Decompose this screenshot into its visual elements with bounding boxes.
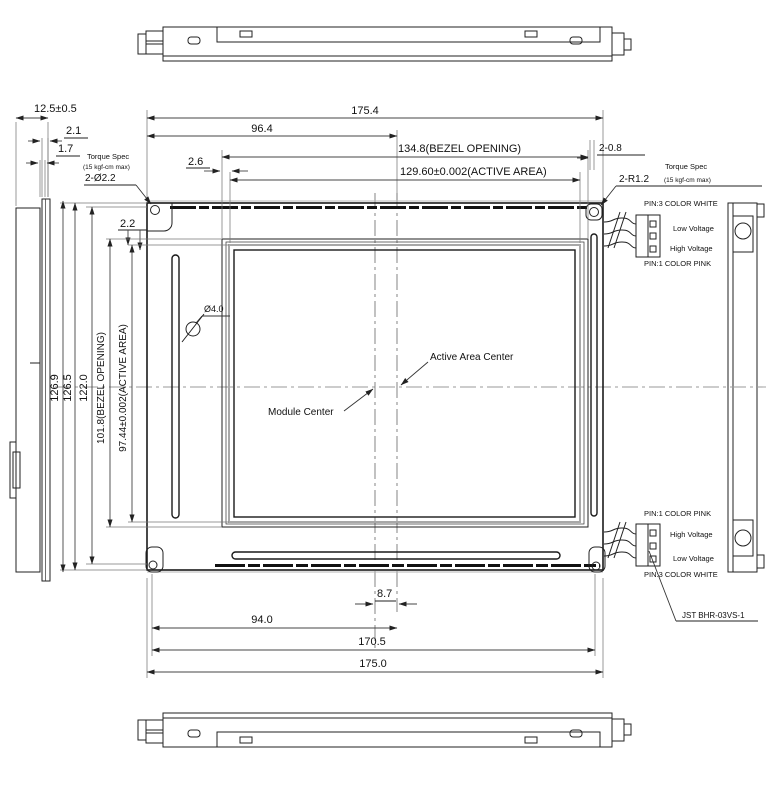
top-side-view <box>137 26 632 62</box>
dim-active-area-h: 97.44±0.002(ACTIVE AREA) <box>118 324 129 452</box>
front-view <box>145 200 606 573</box>
dim-height-3: 122.0 <box>78 374 90 402</box>
module-outline <box>146 202 604 571</box>
dim-active-area-w: 129.60±0.002(ACTIVE AREA) <box>400 166 547 178</box>
dim-left-to-center: 96.4 <box>251 123 272 135</box>
bottom-side-view <box>137 712 632 748</box>
dim-side-t1: 2.1 <box>66 125 81 137</box>
dim-edge-offset: 2.6 <box>188 156 203 168</box>
right-side-view <box>727 202 765 573</box>
mount-hole-bottom-left <box>148 560 158 570</box>
glass-edge <box>228 244 581 523</box>
hole-dia-label: Ø4.0 <box>204 304 224 314</box>
torque-spec-label-right: Torque Spec <box>665 162 707 171</box>
dimensions-left: 126.9 126.5 122.0 101.8(BEZEL OPENING) 9… <box>49 200 229 573</box>
connector-bottom: PIN:1 COLOR PINK High Voltage Low Voltag… <box>603 509 758 622</box>
lamp-slot-left <box>171 254 180 519</box>
lamp-hole-top <box>734 222 752 240</box>
dim-side-t2: 1.7 <box>58 143 73 155</box>
note-torque-right: Torque Spec 2-R1.2 (15 kgf-cm max) <box>600 162 762 206</box>
connector-part-label: JST BHR-03VS-1 <box>682 611 745 620</box>
dim-bezel-opening-w: 134.8(BEZEL OPENING) <box>398 143 521 155</box>
torque-limit-label: (15 kgf-cm max) <box>83 164 130 171</box>
note-torque-left: Torque Spec (15 kgf-cm max) 2-Ø2.2 <box>83 152 152 205</box>
pin3-label-top: PIN:3 COLOR WHITE <box>644 199 718 208</box>
note-hole-top-right: 2-0.8 <box>577 140 645 170</box>
low-voltage-label-top: Low Voltage <box>673 224 714 233</box>
mount-hole-bottom-right <box>591 561 601 571</box>
dim-bottom-175: 175.0 <box>359 658 387 670</box>
left-side-view <box>9 198 51 582</box>
mount-hole-symbol <box>185 321 201 337</box>
pin1-label-bottom: PIN:1 COLOR PINK <box>644 509 711 518</box>
mount-hole-left-label: 2-Ø2.2 <box>85 173 116 184</box>
dim-center-offset: 8.7 <box>377 588 392 600</box>
lamp-slot-bottom <box>231 551 561 560</box>
wire-break-mark <box>607 211 621 249</box>
module-center-label: Module Center <box>268 407 334 418</box>
dim-glass-offset: 2.2 <box>120 218 135 230</box>
lamp-slot-right <box>590 233 598 517</box>
dimensions-top-left: 12.5±0.5 2.1 1.7 <box>15 103 88 206</box>
wire-break-mark <box>607 521 621 559</box>
active-area <box>233 249 576 518</box>
dimensions-top: 175.4 96.4 134.8(BEZEL OPENING) 129.60±0… <box>118 105 604 251</box>
mount-hole-top-right <box>589 207 599 217</box>
torque-spec-label: Torque Spec <box>87 152 129 161</box>
wire-break-mark <box>613 211 627 249</box>
corner-radius-label: 2-R1.2 <box>619 174 649 185</box>
mount-hole-top-left <box>150 205 160 215</box>
high-voltage-label-top: High Voltage <box>670 244 713 253</box>
dim-overall-height: 126.9 <box>49 374 61 402</box>
dim-bezel-opening-h: 101.8(BEZEL OPENING) <box>96 332 107 444</box>
bezel-opening <box>221 238 589 528</box>
pin1-label-top: PIN:1 COLOR PINK <box>644 259 711 268</box>
dim-bottom-170: 170.5 <box>358 636 386 648</box>
dim-overall-width: 175.4 <box>351 105 379 117</box>
dim-bottom-94: 94.0 <box>251 614 272 626</box>
pin3-label-bottom: PIN:3 COLOR WHITE <box>644 570 718 579</box>
torque-limit-label-right: (15 kgf-cm max) <box>664 177 711 184</box>
dimensions-bottom: 8.7 94.0 170.5 175.0 <box>146 574 604 678</box>
dim-height-2: 126.5 <box>62 374 74 402</box>
note-centers: Active Area Center Module Center <box>268 352 514 418</box>
low-voltage-label-bottom: Low Voltage <box>673 554 714 563</box>
lamp-hole-bottom <box>734 529 752 547</box>
dim-side-width: 12.5±0.5 <box>34 103 77 115</box>
hole-top-right-label: 2-0.8 <box>599 143 622 154</box>
note-hole-dia: Ø4.0 <box>181 304 230 343</box>
wire-break-mark <box>613 521 627 559</box>
high-voltage-label-bottom: High Voltage <box>670 530 713 539</box>
connector-top: PIN:3 COLOR WHITE Low Voltage High Volta… <box>603 199 718 268</box>
active-area-center-label: Active Area Center <box>430 352 514 363</box>
